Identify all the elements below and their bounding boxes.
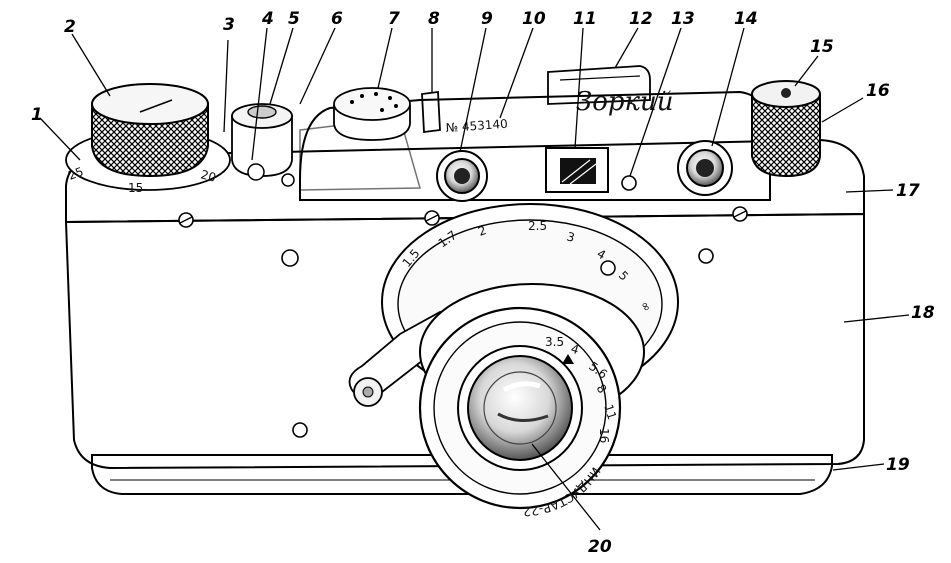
brand-script: Зоркий — [576, 87, 674, 117]
adjustment-screw — [621, 175, 637, 191]
frame-lever — [421, 90, 441, 134]
leatherette-covering — [64, 212, 865, 470]
callout-14: 14 — [734, 9, 758, 29]
focus-mark: 2 — [476, 223, 488, 239]
bottom-plate — [91, 454, 833, 495]
aperture-mark: 16 — [597, 428, 611, 443]
callout-19: 19 — [886, 455, 910, 475]
aperture-mark: 11 — [601, 403, 619, 422]
rangefinder-window-right — [677, 140, 733, 196]
callout-17: 17 — [896, 181, 920, 201]
screw — [698, 248, 714, 264]
callout-13: 13 — [671, 9, 695, 29]
front-lens-element — [467, 355, 573, 461]
film-counter-knob — [333, 87, 411, 141]
speed-mark: 25 — [66, 164, 85, 182]
callout-4: 4 — [261, 9, 274, 29]
callout-5: 5 — [288, 9, 300, 29]
callout-10: 10 — [522, 9, 546, 29]
callout-labels: 1 2 3 4 5 6 7 8 9 10 11 12 13 14 15 16 1… — [31, 9, 935, 557]
callout-1: 1 — [31, 105, 43, 125]
callout-7: 7 — [388, 9, 400, 29]
callout-20: 20 — [588, 537, 612, 557]
shutter-speed-dial: 25 15 20 — [65, 83, 231, 195]
rangefinder-housing: Зоркий № 453140 — [299, 65, 771, 202]
speed-mark: 15 — [128, 181, 143, 195]
viewfinder-window — [545, 147, 609, 193]
screw — [292, 422, 308, 438]
serial-engraving: № 453140 — [445, 117, 508, 135]
leader-lines — [39, 27, 910, 531]
screw — [281, 249, 299, 267]
speed-mark: 20 — [199, 167, 217, 184]
rangefinder-window-left — [436, 150, 488, 202]
callout-2: 2 — [64, 17, 76, 37]
lens-assembly: 1.5 1.7 2 2.5 3 4 5 ∞ 3.5 4 5.6 8 11 16 … — [348, 203, 679, 519]
rewind-knob — [751, 80, 821, 178]
callout-3: 3 — [223, 15, 235, 35]
release-button-assembly — [231, 103, 295, 187]
callout-6: 6 — [331, 9, 343, 29]
callout-16: 16 — [866, 81, 890, 101]
callout-15: 15 — [810, 37, 834, 57]
focus-mark: 3 — [565, 229, 576, 245]
callout-18: 18 — [911, 303, 935, 323]
aperture-mark: 3.5 — [545, 335, 564, 349]
callout-9: 9 — [481, 9, 493, 29]
aperture-index-triangle — [562, 354, 574, 364]
aperture-mark: 4 — [569, 342, 581, 358]
focus-mark: 2.5 — [528, 219, 547, 233]
callout-11: 11 — [573, 9, 597, 29]
accessory-shoe — [547, 65, 651, 105]
callout-8: 8 — [428, 9, 440, 29]
callout-12: 12 — [629, 9, 653, 29]
